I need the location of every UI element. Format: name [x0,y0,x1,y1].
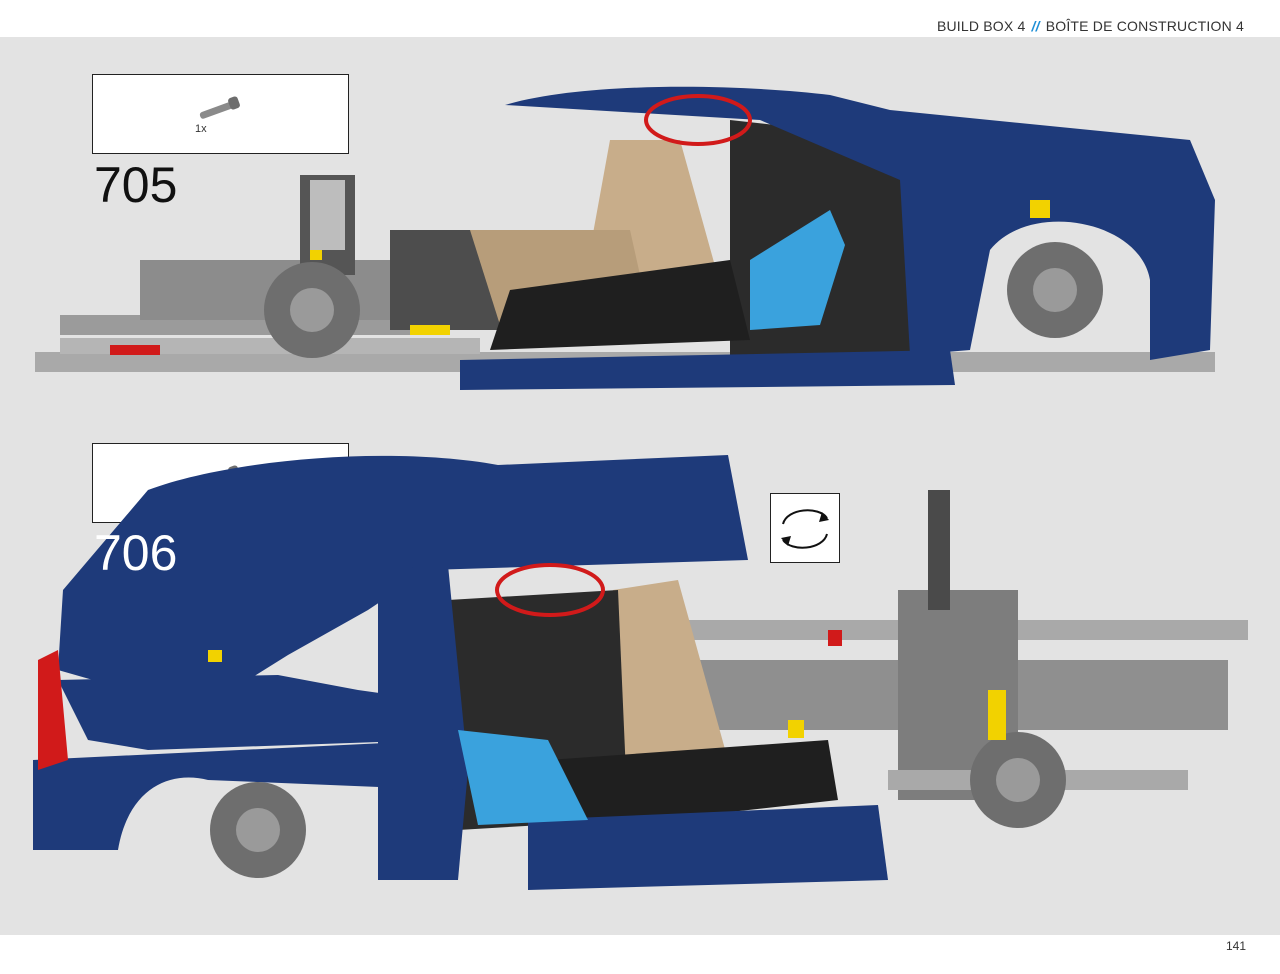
model-illustration-705 [35,86,1215,390]
axle-pin-icon [199,96,240,119]
header-separator: // [1031,18,1040,34]
parts-callout-705: 1x [92,74,349,154]
header-box-label: BUILD BOX 4 [936,18,1026,34]
part-quantity: 1x [195,123,207,135]
rotate-model-icon [770,493,840,563]
model-illustration-706 [33,455,1248,890]
header-box-label-fr: BOÎTE DE CONSTRUCTION 4 [1045,18,1244,34]
page-number: 141 [1225,939,1246,953]
step-number: 706 [94,525,178,581]
page-header: BUILD BOX 4 // BOÎTE DE CONSTRUCTION 4 [937,18,1244,34]
step-number: 705 [94,157,178,213]
rotate-arrows-icon [781,509,829,549]
